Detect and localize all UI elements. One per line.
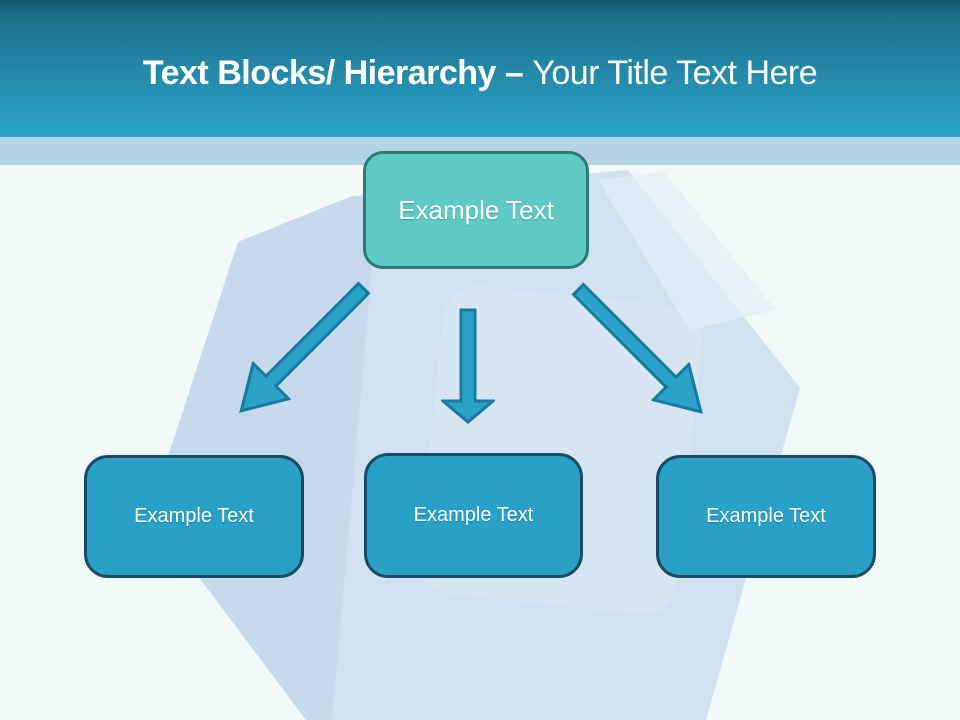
child-text-block-1-label: Example Text xyxy=(134,505,254,527)
slide-header: Text Blocks/ Hierarchy –Your Title Text … xyxy=(0,0,960,137)
root-text-block-label: Example Text xyxy=(398,194,554,225)
title-bold-text: Text Blocks/ Hierarchy – xyxy=(142,53,524,92)
root-text-block[interactable]: Example Text xyxy=(363,151,589,269)
child-text-block-2[interactable]: Example Text xyxy=(364,453,583,578)
down-right-arrow-icon xyxy=(571,282,703,414)
down-arrow-icon xyxy=(441,308,495,424)
child-text-block-3[interactable]: Example Text xyxy=(656,455,876,578)
child-text-block-1[interactable]: Example Text xyxy=(84,455,304,578)
slide-title[interactable]: Text Blocks/ Hierarchy –Your Title Text … xyxy=(142,45,818,92)
child-text-block-3-label: Example Text xyxy=(706,505,826,527)
title-placeholder-text: Your Title Text Here xyxy=(532,53,818,92)
child-text-block-2-label: Example Text xyxy=(413,504,534,526)
down-left-arrow-icon xyxy=(239,281,371,413)
